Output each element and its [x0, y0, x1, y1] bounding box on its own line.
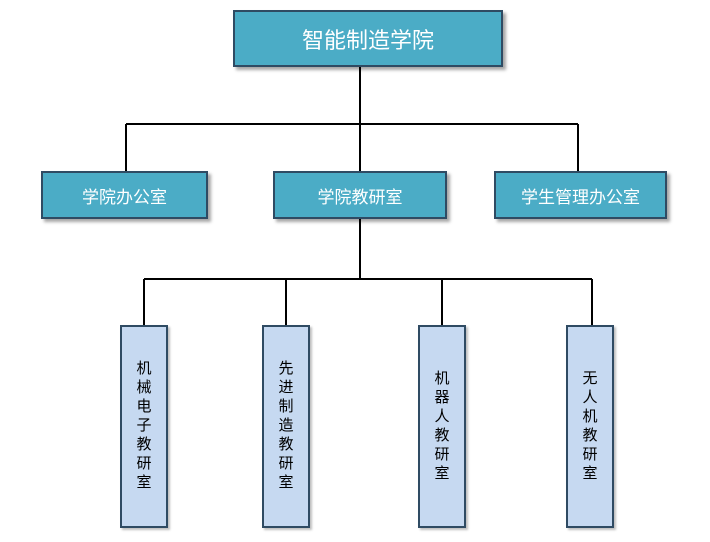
teaching-section-node-1: 机械电子教研室: [120, 325, 168, 528]
teaching-section-node-4-label: 无人机教研室: [580, 369, 599, 484]
root-node-label: 智能制造学院: [301, 28, 434, 54]
root-node: 智能制造学院: [233, 10, 503, 67]
teaching-section-node-2-label: 先进制造教研室: [276, 360, 295, 493]
department-node-student-office-label: 学生管理办公室: [521, 187, 640, 208]
teaching-section-node-1-label: 机械电子教研室: [134, 360, 153, 493]
department-node-teaching: 学院教研室: [273, 171, 447, 219]
department-node-teaching-label: 学院教研室: [317, 187, 403, 208]
teaching-section-node-4: 无人机教研室: [566, 325, 614, 528]
teaching-section-node-3-label: 机器人教研室: [432, 369, 451, 484]
department-node-student-office: 学生管理办公室: [494, 171, 667, 219]
department-node-office-label: 学院办公室: [82, 187, 167, 208]
department-node-office: 学院办公室: [41, 171, 208, 219]
teaching-section-node-2: 先进制造教研室: [262, 325, 310, 528]
teaching-section-node-3: 机器人教研室: [418, 325, 466, 528]
